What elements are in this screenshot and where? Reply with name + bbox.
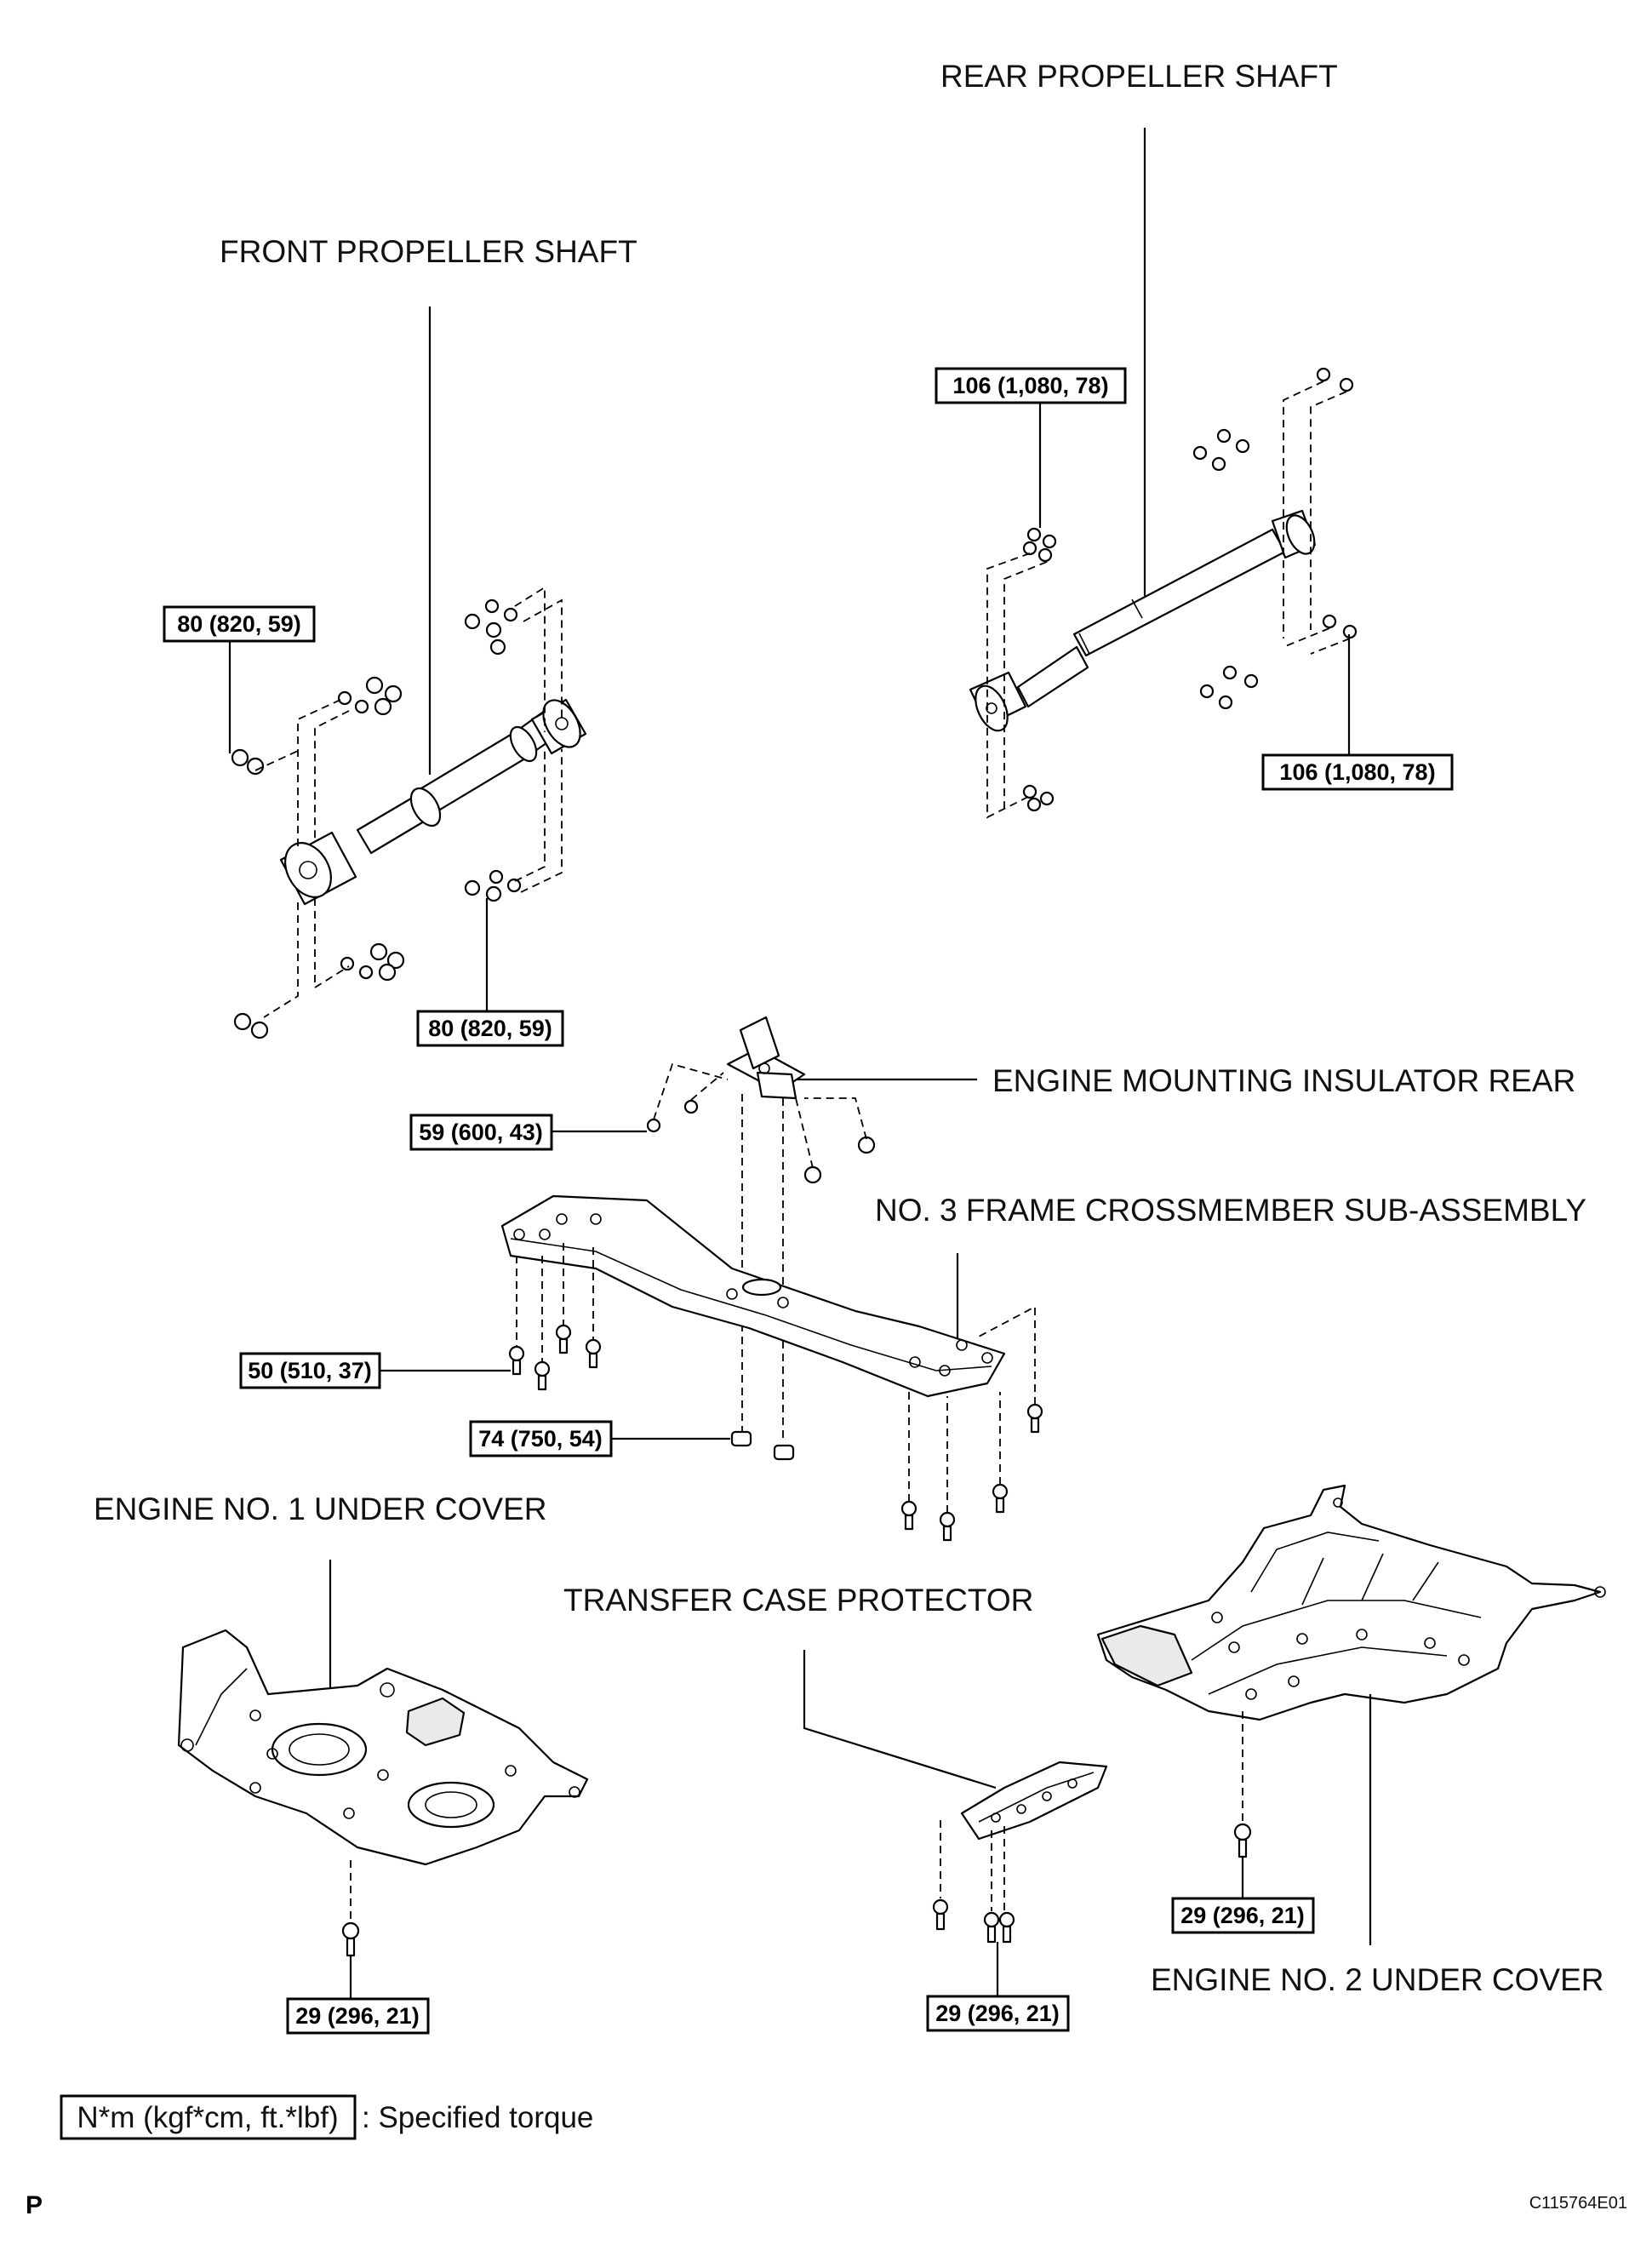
front-torque-left-box (163, 605, 316, 643)
crossmember-label: NO. 3 FRAME CROSSMEMBER SUB-ASSEMBLY (875, 1193, 1586, 1228)
front-torque-left-value: 80 (820, 59) (177, 611, 301, 637)
front-propeller-shaft (279, 698, 587, 906)
insulator-bolts (646, 1099, 876, 1184)
transfer-protector-dashed-guides (940, 1820, 1005, 1911)
transfer-case-protector (960, 1761, 1108, 1841)
engine-no1-under-cover (177, 1629, 589, 1866)
crossmember-nut-torque-value: 74 (750, 54) (478, 1426, 603, 1452)
front-torque-bottom-box (416, 1010, 564, 1047)
under-cover-1-bolt (341, 1921, 360, 1957)
front-torque-bottom-value: 80 (820, 59) (428, 1016, 552, 1041)
transfer-protector-bolts (932, 1898, 1015, 1944)
crossmember-bolt-torque-value: 50 (510, 37) (248, 1358, 372, 1383)
rear-torque-top-value: 106 (1,080, 78) (952, 373, 1108, 398)
rear-propeller-shaft (969, 509, 1317, 732)
crossmember-dashed-guides (516, 1243, 1036, 1513)
rear-shaft-fasteners (1022, 367, 1358, 812)
engine-no2-under-cover-label: ENGINE NO. 2 UNDER COVER (1151, 1962, 1603, 1997)
front-propeller-shaft-label: FRONT PROPELLER SHAFT (220, 234, 637, 269)
insulator-dashed-guides (653, 1062, 867, 1439)
transfer-case-protector-label: TRANSFER CASE PROTECTOR (563, 1583, 1033, 1618)
rear-propeller-shaft-label: REAR PROPELLER SHAFT (940, 59, 1338, 94)
transfer-case-protector-leader (803, 1650, 997, 1789)
under-cover-1-torque-value: 29 (296, 21) (295, 2003, 420, 2029)
crossmember-bolts (508, 1324, 1043, 1542)
under-cover-2-bolt (1233, 1823, 1252, 1858)
rear-torque-top-box (935, 367, 1127, 404)
under-cover-2-torque-box (1171, 1897, 1315, 1934)
figure-code: C115764E01 (1529, 2194, 1627, 2213)
under-cover-1-torque-box (286, 1997, 430, 2035)
under-cover-2-torque-value: 29 (296, 21) (1180, 1903, 1305, 1928)
crossmember-bolt-torque-box (239, 1352, 381, 1389)
insulator-torque-value: 59 (600, 43) (419, 1119, 543, 1145)
legend-unit: N*m (kgf*cm, ft.*lbf) (77, 2101, 338, 2134)
transfer-protector-torque-box (926, 1995, 1070, 2032)
engine-mounting-insulator (726, 1016, 806, 1100)
rear-torque-bottom-box (1261, 753, 1454, 791)
insulator-torque-box (409, 1114, 553, 1151)
crossmember-nut-torque-box (469, 1420, 613, 1457)
no3-frame-crossmember (500, 1194, 1006, 1398)
front-shaft-fasteners (231, 598, 522, 1039)
engine-mounting-insulator-label: ENGINE MOUNTING INSULATOR REAR (992, 1063, 1575, 1098)
engine-no1-under-cover-label: ENGINE NO. 1 UNDER COVER (94, 1492, 546, 1526)
page-letter: P (26, 2191, 43, 2219)
engine-no2-under-cover (1096, 1484, 1606, 1721)
legend-description: : Specified torque (362, 2101, 593, 2134)
rear-torque-bottom-value: 106 (1,080, 78) (1279, 759, 1435, 785)
front-shaft-dashed-guides (254, 586, 563, 1018)
legend-torque-box (60, 2094, 357, 2140)
transfer-protector-torque-value: 29 (296, 21) (935, 2001, 1060, 2026)
rear-shaft-dashed-guides (986, 381, 1351, 819)
